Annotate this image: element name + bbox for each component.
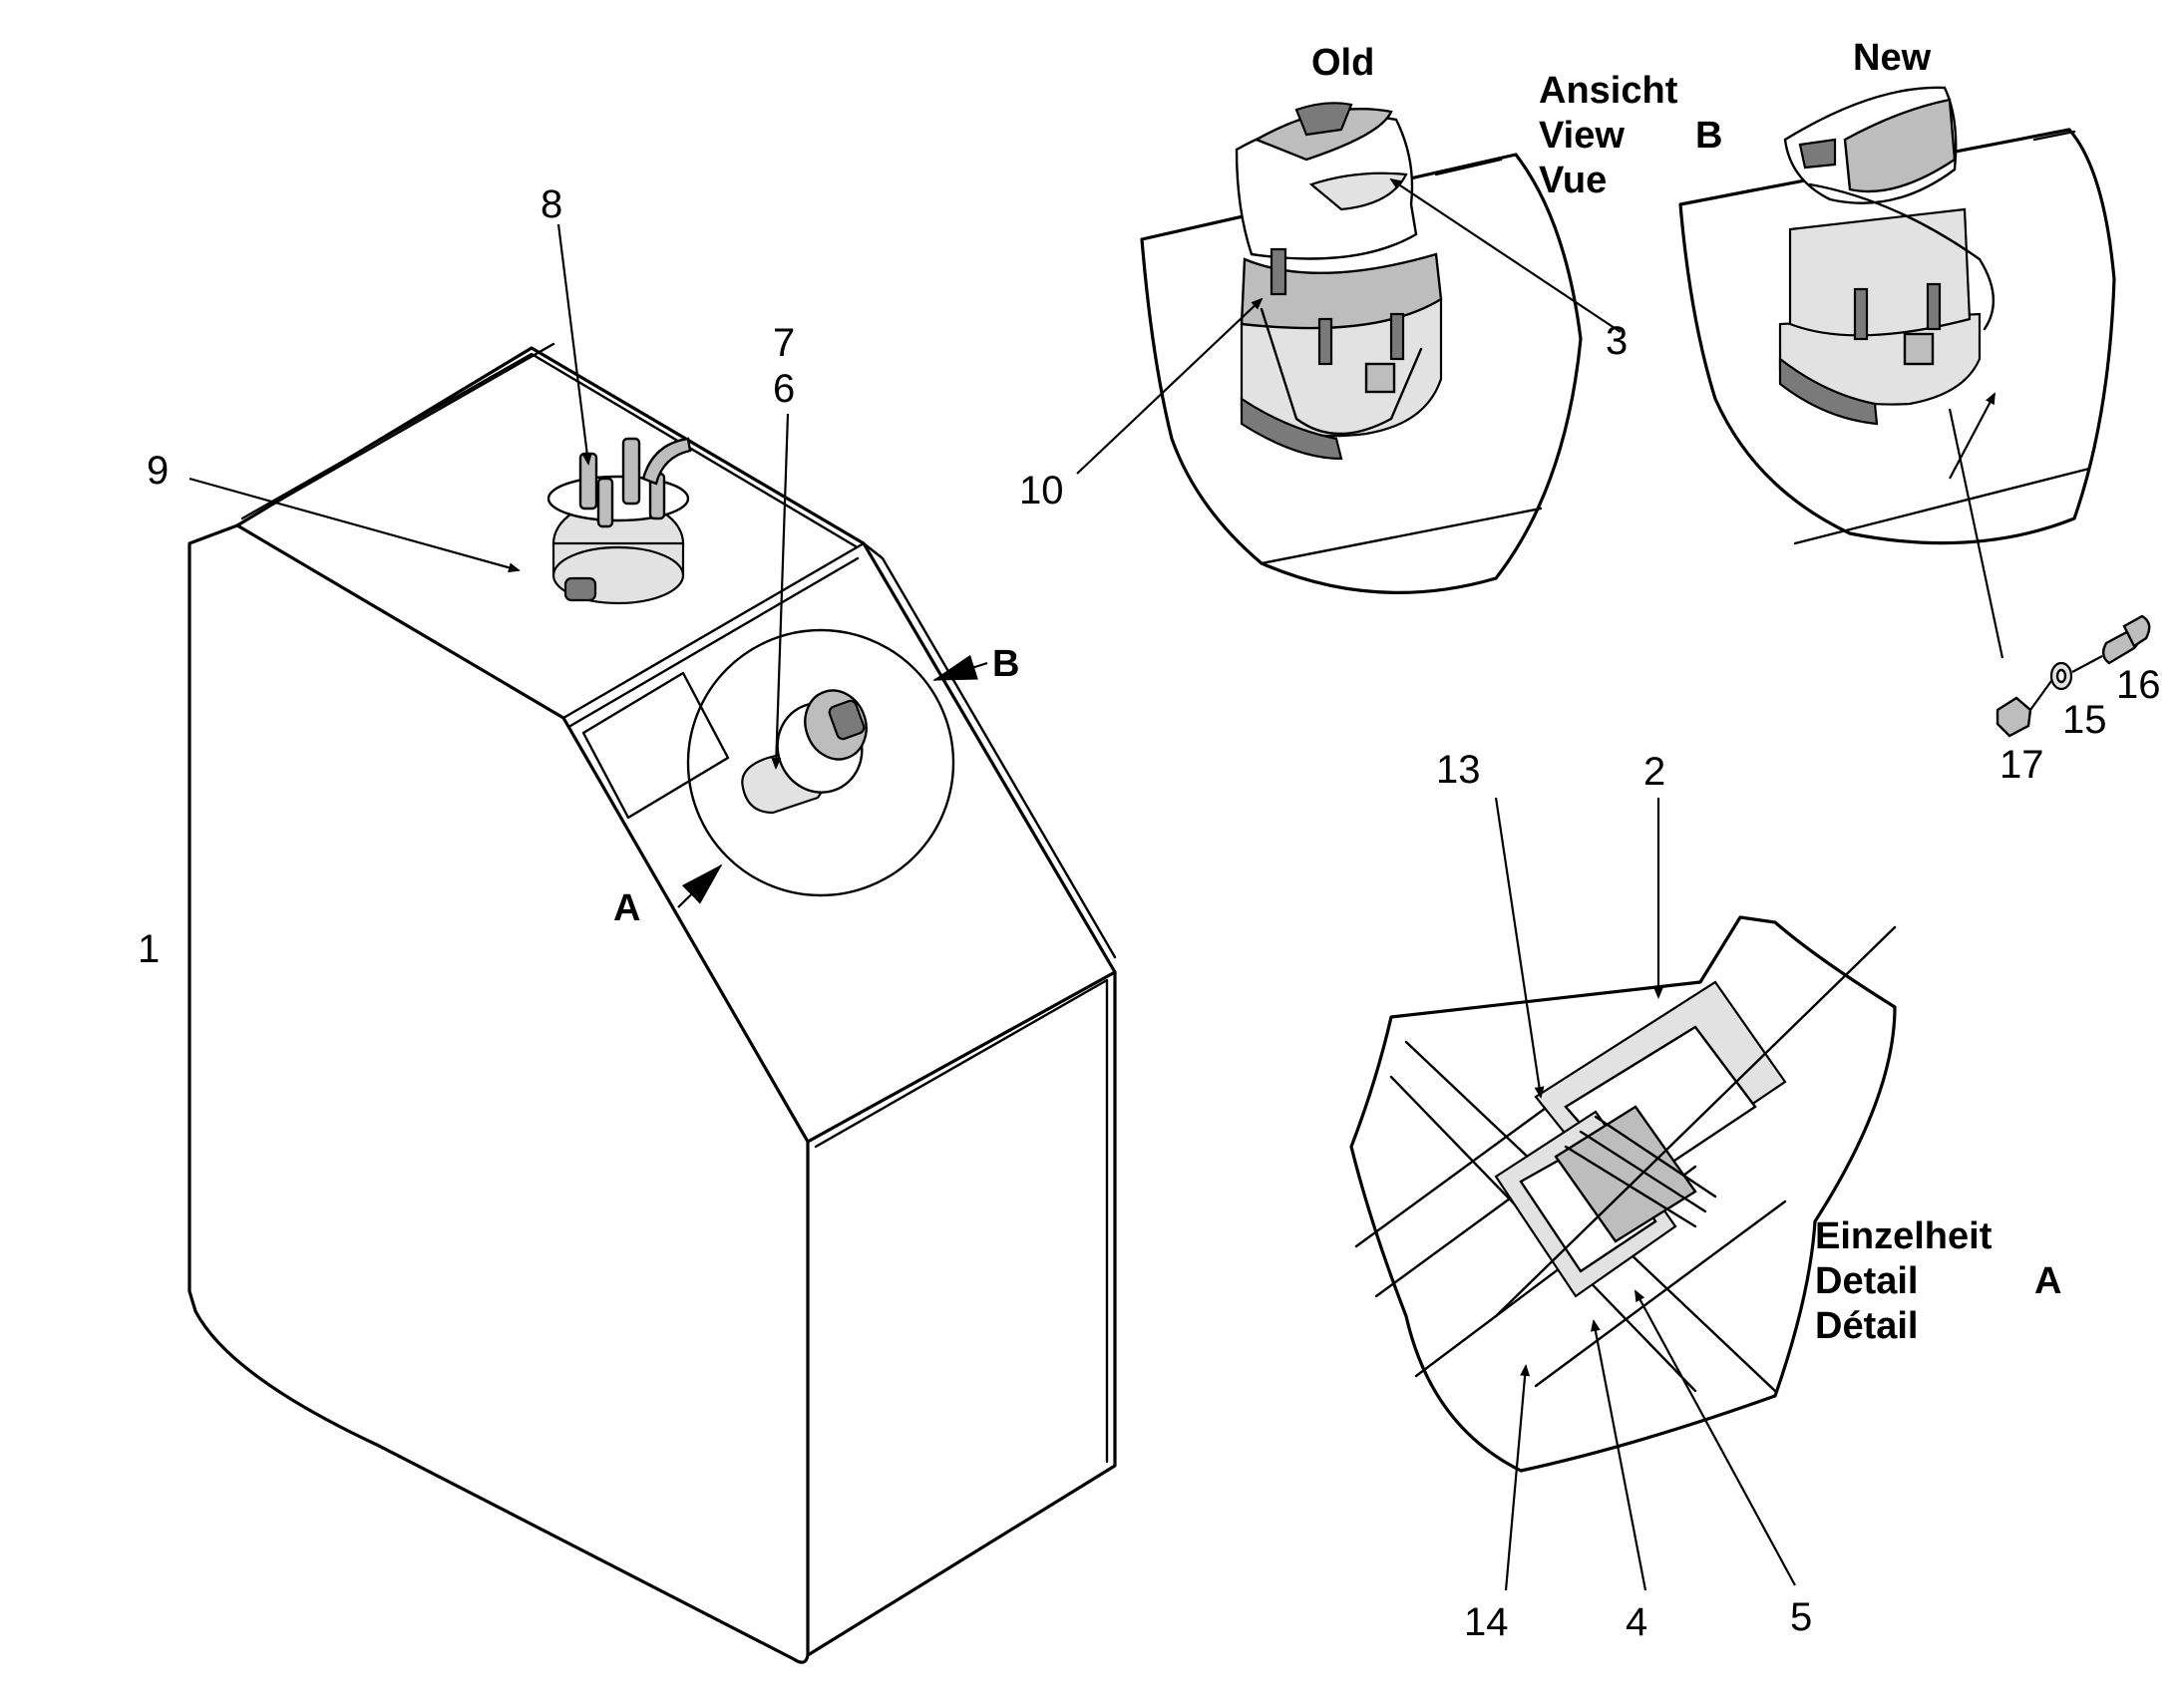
old-label: Old — [1311, 42, 1374, 84]
callout-3: 3 — [1606, 319, 1628, 363]
view-b-new — [1678, 86, 2116, 545]
callout-6: 6 — [773, 367, 795, 411]
fuel-sender-unit — [546, 437, 692, 605]
callout-1: 1 — [138, 927, 160, 971]
tank-right-face — [806, 970, 1117, 1657]
view-b-line3: Vue — [1539, 160, 1607, 201]
callout-14: 14 — [1464, 1600, 1509, 1644]
callout-2: 2 — [1643, 750, 1665, 794]
detail-a-line1: Einzelheit — [1815, 1215, 1993, 1257]
callout-4: 4 — [1626, 1600, 1647, 1644]
callout-13: 13 — [1436, 748, 1481, 792]
callout-9: 9 — [147, 449, 169, 493]
callout-10: 10 — [1019, 469, 1064, 512]
callout-15: 15 — [2062, 698, 2107, 742]
view-b-old — [1140, 102, 1583, 594]
view-b-line2: View — [1539, 115, 1625, 157]
detail-a-line2: Detail — [1815, 1260, 1918, 1302]
detail-a-section — [1349, 915, 1897, 1473]
detail-a-letter: A — [2034, 1260, 2061, 1302]
callout-16: 16 — [2116, 663, 2161, 707]
new-label: New — [1853, 37, 1932, 79]
tank-main-view — [187, 342, 1117, 1664]
arrow-a-label: A — [613, 887, 640, 929]
filler-neck — [741, 689, 868, 815]
tank-left-face — [187, 523, 810, 1664]
detail-a-circle — [686, 628, 955, 897]
hardware-parts — [1996, 614, 2151, 738]
arrow-b-label: B — [992, 643, 1019, 685]
callout-17: 17 — [1999, 743, 2044, 787]
view-b-letter: B — [1695, 115, 1722, 157]
callout-7: 7 — [773, 321, 795, 365]
callout-8: 8 — [541, 182, 562, 226]
view-b-line1: Ansicht — [1539, 70, 1678, 112]
detail-a-line3: Détail — [1815, 1305, 1918, 1347]
callout-5: 5 — [1790, 1595, 1812, 1639]
